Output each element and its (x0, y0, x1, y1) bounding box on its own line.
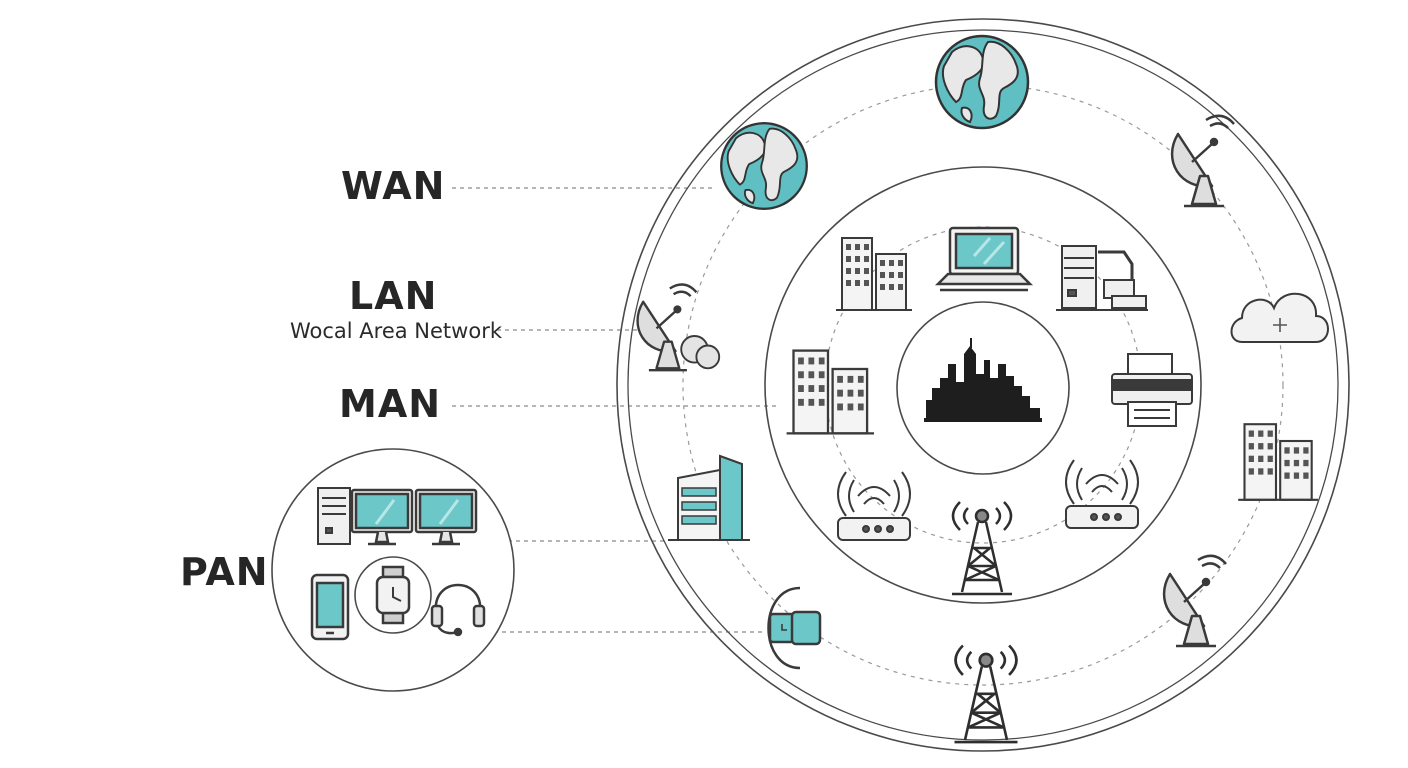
office-building-icon (1237, 423, 1320, 501)
headphones-icon (430, 583, 486, 637)
smartwatch-icon (767, 586, 822, 670)
router-icon (837, 471, 911, 541)
office-building-icon (668, 454, 750, 541)
wan-ring (616, 18, 1350, 752)
desktop-monitor-icon (350, 488, 414, 546)
cloud-icon (1230, 292, 1329, 343)
lan-subtitle: Wocal Area Network (290, 319, 502, 343)
office-building-icon (835, 237, 913, 311)
wan-label: WAN (341, 164, 446, 208)
office-building-icon (785, 349, 876, 435)
smartphone-icon (310, 573, 350, 641)
printer-icon (1111, 353, 1193, 427)
pan-label: PAN (180, 550, 269, 594)
server-icon (317, 487, 351, 545)
satellite-dish-icon (636, 283, 721, 372)
smartwatch-icon (375, 565, 411, 625)
desktop-monitor-icon (414, 488, 478, 546)
router-icon (1065, 459, 1139, 529)
globe-icon (934, 34, 1030, 130)
laptop-icon (934, 226, 1034, 292)
man-label: MAN (339, 382, 442, 426)
globe-icon (720, 122, 808, 210)
radio-tower-icon (953, 644, 1019, 744)
lan-label: LAN (349, 274, 438, 318)
satellite-dish-icon (1170, 114, 1236, 208)
city-skyline-icon (924, 338, 1042, 422)
man-ring (764, 166, 1202, 604)
satellite-dish-icon (1162, 554, 1228, 648)
server-icon (1056, 245, 1148, 311)
radio-tower-icon (950, 500, 1014, 596)
